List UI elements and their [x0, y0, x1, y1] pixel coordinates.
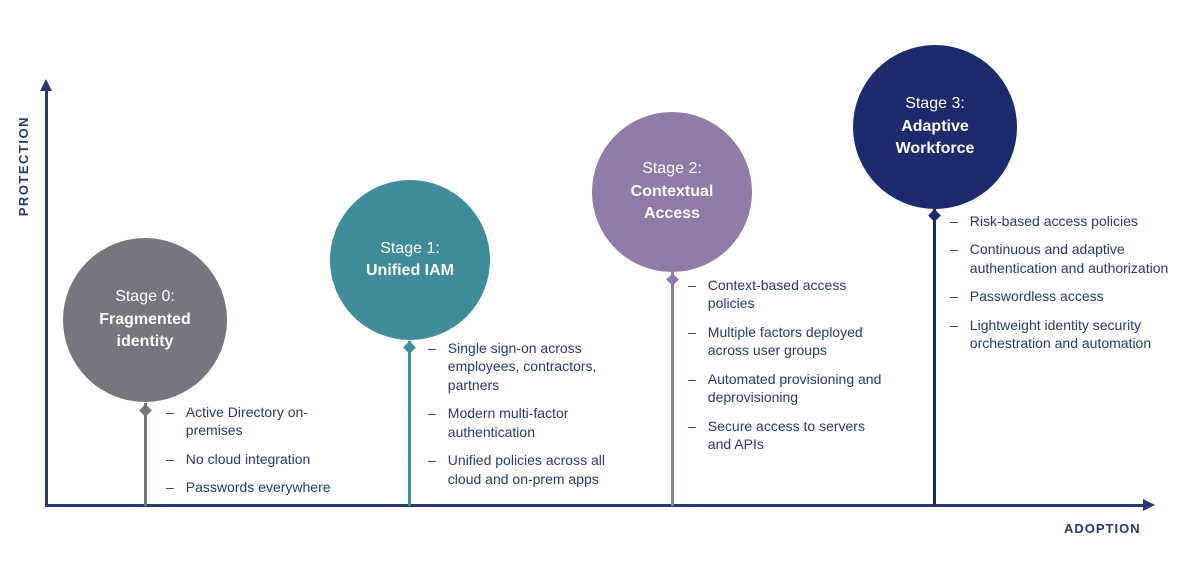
x-axis-arrow-icon [1143, 499, 1155, 511]
stage-0-circle: Stage 0: Fragmented identity [63, 238, 227, 402]
stage-3-stem [933, 209, 936, 506]
stage-2-stem [671, 272, 674, 506]
y-axis-arrow-icon [40, 79, 52, 91]
stage-3-name: Adaptive Workforce [895, 117, 975, 158]
stage-2-diamond-marker [666, 273, 679, 286]
stage-1-label: Stage 1: [380, 239, 440, 257]
bullet-dash: – [166, 404, 174, 420]
stage-1-stem [408, 341, 411, 506]
list-item: – Automated provisioning and deprovision… [688, 370, 890, 407]
stage-0-name: Fragmented identity [99, 310, 191, 351]
bullet-dash: – [950, 241, 958, 258]
bullet-text: Passwordless access [969, 288, 1104, 305]
stage-1-circle: Stage 1: Unified IAM [330, 180, 490, 340]
bullet-text: Secure access to servers and APIs [707, 417, 865, 453]
bullet-text: Multiple factors deployed across user gr… [707, 323, 863, 359]
stage-2-title: Stage 2: Contextual Access [613, 158, 731, 225]
stage-1-name: Unified IAM [366, 262, 454, 279]
bullet-dash: – [688, 277, 696, 293]
bullet-dash: – [950, 316, 958, 333]
stage-2-name: Contextual Access [630, 182, 714, 223]
bullet-dash: – [428, 452, 436, 469]
bullet-text: Automated provisioning and deprovisionin… [707, 370, 882, 406]
x-axis-label: ADOPTION [1064, 521, 1141, 536]
stage-2-label: Stage 2: [642, 160, 702, 178]
bullet-text: Single sign-on across employees, contrac… [447, 340, 597, 393]
stage-3-diamond-marker [928, 209, 941, 222]
list-item: – No cloud integration [166, 450, 358, 468]
bullet-dash: – [428, 340, 436, 356]
list-item: – Unified policies across all cloud and … [428, 451, 640, 488]
bullet-dash: – [428, 405, 436, 422]
bullet-dash: – [166, 479, 174, 496]
list-item: – Lightweight identity security orchestr… [950, 316, 1176, 353]
list-item: – Modern multi-factor authentication [428, 404, 640, 441]
stage-0-stem [144, 403, 147, 506]
y-axis-line [45, 90, 48, 507]
stage-0-bullet-list: – Active Directory on-premises – No clou… [166, 403, 358, 507]
bullet-dash: – [688, 417, 696, 434]
stage-3-title: Stage 3: Adaptive Workforce [876, 93, 994, 160]
bullet-text: Unified policies across all cloud and on… [447, 452, 605, 487]
list-item: – Multiple factors deployed across user … [688, 323, 890, 360]
x-axis-line [45, 504, 1145, 507]
bullet-dash: – [688, 370, 696, 387]
stage-0-diamond-marker [139, 404, 152, 417]
stage-1-bullet-list: – Single sign-on across employees, contr… [428, 339, 640, 498]
list-item: – Continuous and adaptive authentication… [950, 240, 1176, 277]
list-item: – Passwords everywhere [166, 478, 358, 496]
stage-3-label: Stage 3: [905, 95, 965, 113]
list-item: – Context-based access policies [688, 276, 890, 313]
stage-1-diamond-marker [403, 341, 416, 354]
bullet-dash: – [166, 450, 174, 467]
stage-3-circle: Stage 3: Adaptive Workforce [853, 45, 1017, 209]
stage-3-bullet-list: – Risk-based access policies – Continuou… [950, 212, 1176, 363]
bullet-text: Context-based access policies [707, 277, 847, 312]
bullet-text: Continuous and adaptive authentication a… [969, 241, 1169, 276]
bullet-dash: – [950, 213, 958, 229]
bullet-dash: – [688, 323, 696, 340]
bullet-dash: – [950, 288, 958, 305]
bullet-text: Passwords everywhere [185, 479, 331, 496]
bullet-text: Active Directory on-premises [185, 404, 308, 439]
list-item: – Risk-based access policies [950, 212, 1176, 230]
stage-1-title: Stage 1: Unified IAM [351, 238, 469, 283]
list-item: – Single sign-on across employees, contr… [428, 339, 640, 394]
list-item: – Passwordless access [950, 287, 1176, 305]
y-axis-label: PROTECTION [16, 116, 31, 217]
stage-2-bullet-list: – Context-based access policies – Multip… [688, 276, 890, 464]
list-item: – Active Directory on-premises [166, 403, 358, 440]
bullet-text: Risk-based access policies [969, 213, 1138, 229]
bullet-text: No cloud integration [185, 450, 311, 467]
list-item: – Secure access to servers and APIs [688, 417, 890, 454]
stage-0-title: Stage 0: Fragmented identity [86, 286, 204, 353]
stage-2-circle: Stage 2: Contextual Access [592, 112, 752, 272]
bullet-text: Modern multi-factor authentication [447, 405, 569, 440]
bullet-text: Lightweight identity security orchestrat… [969, 316, 1152, 352]
stage-0-label: Stage 0: [115, 288, 175, 306]
